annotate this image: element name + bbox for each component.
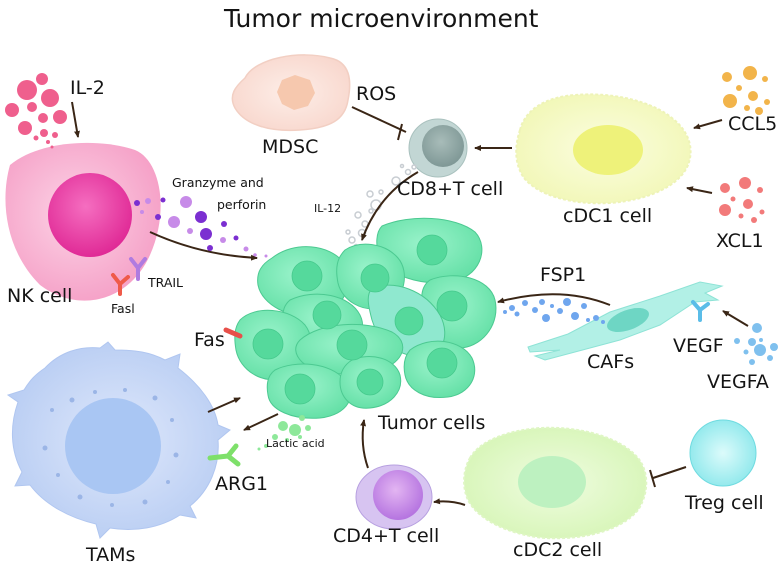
label-cafs: CAFs [587, 351, 635, 373]
label-cd8: CD8+T cell [397, 178, 504, 200]
cd4-t-cell [355, 464, 433, 530]
label-il12: IL-12 [314, 202, 342, 215]
fsp1-molecules-icon [503, 298, 605, 324]
label-cdc1: cDC1 cell [563, 205, 653, 227]
label-mdsc: MDSC [262, 136, 319, 158]
lactic-acid-molecules-icon [257, 415, 311, 451]
label-il2: IL-2 [70, 77, 105, 99]
arrows [71, 101, 749, 506]
nk-to-tumor-arrow [149, 231, 258, 261]
xcl1-to-cdc1-arrow [686, 186, 713, 194]
fas-receptor-icon [223, 327, 243, 339]
mdsc-cell [231, 54, 351, 132]
treg-inhibit-line [652, 466, 687, 479]
il2-molecules-icon [5, 73, 67, 149]
cdc1-cell [515, 93, 692, 205]
cd8-t-cell [408, 118, 468, 178]
label-granzyme-line2: perforin [217, 197, 267, 212]
vegfa-to-vegf-arrow [722, 310, 749, 327]
cd4-to-tumor-arrow [360, 419, 369, 469]
treg-inhibit-bar [649, 469, 656, 488]
label-treg: Treg cell [685, 492, 764, 514]
label-granzyme-line1: Granzyme and [172, 175, 264, 190]
diagram-title: Tumor microenvironment [224, 4, 539, 33]
label-fas: Fas [194, 329, 225, 351]
label-lactic-acid: Lactic acid [266, 437, 325, 450]
ccl5-molecules-icon [722, 66, 770, 115]
fsp1-to-tumor-arrow [497, 293, 611, 306]
label-tumor-cells: Tumor cells [378, 412, 486, 434]
arg1-receptor-icon [207, 443, 241, 467]
label-cd4: CD4+T cell [333, 525, 440, 547]
xcl1-molecules-icon [719, 177, 765, 223]
cdc2-cell [463, 426, 648, 540]
label-nk: NK cell [7, 285, 73, 307]
treg-cell [689, 419, 757, 487]
ros-inhibit-line [351, 106, 407, 133]
tumor-to-tams-arrow [243, 413, 279, 431]
tams-cell [6, 341, 231, 539]
label-fasl: Fasl [111, 301, 135, 316]
label-xcl1: XCL1 [716, 230, 764, 252]
label-cdc2: cDC2 cell [513, 539, 603, 561]
label-arg1: ARG1 [215, 473, 269, 495]
granzyme-perforin-icon [134, 196, 268, 258]
vegfa-molecules-icon [734, 323, 778, 365]
nk-cell [5, 142, 161, 301]
vegf-receptor-icon [691, 300, 710, 322]
cafs-cell [527, 281, 724, 361]
il2-to-nk-arrow [71, 101, 80, 138]
label-fsp1: FSP1 [540, 264, 587, 286]
ccl5-to-cdc1-arrow [693, 119, 723, 130]
label-vegf: VEGF [673, 335, 724, 357]
trail-receptor-icon [129, 257, 147, 281]
label-vegfa: VEGFA [707, 371, 769, 393]
label-ccl5: CCL5 [728, 113, 778, 135]
tams-to-tumor-arrow [207, 397, 241, 413]
label-tams: TAMs [86, 544, 136, 566]
label-ros: ROS [356, 83, 397, 105]
fasl-receptor-icon [111, 273, 130, 296]
ros-inhibit-bar [397, 123, 403, 141]
cd8-to-tumor-arrow [361, 171, 419, 241]
label-trail: TRAIL [148, 275, 184, 290]
tumor-nuclei [252, 234, 468, 405]
cdc2-to-cd4-arrow [433, 498, 466, 506]
